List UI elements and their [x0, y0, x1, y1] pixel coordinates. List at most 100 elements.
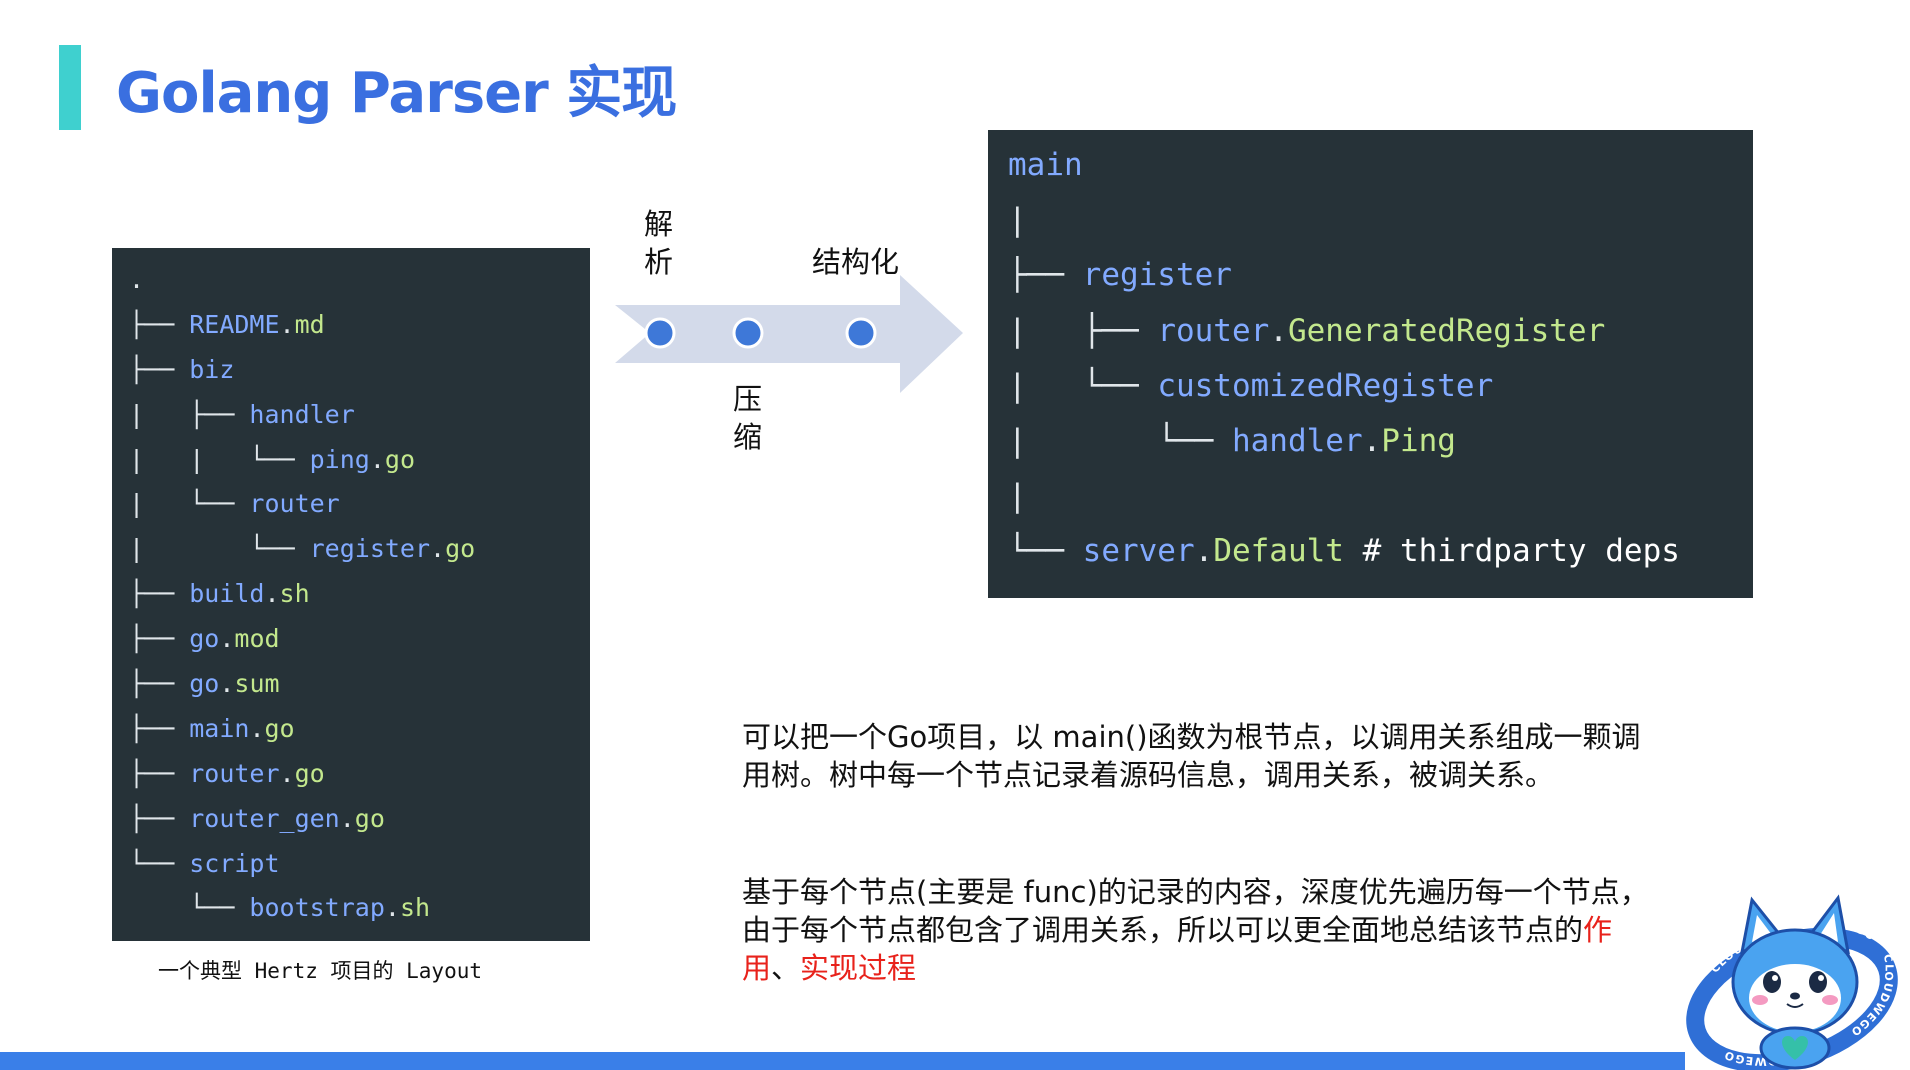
call-tree-branch: | └──: [1008, 367, 1158, 404]
tree-entry-extension: go: [264, 713, 295, 743]
tree-entry-name: biz: [189, 354, 235, 384]
highlight-function-part1: 作: [1583, 913, 1613, 947]
description-p2-line1: 基于每个节点(主要是 func)的记录的内容，深度优先遍历每一个节点，: [742, 875, 1649, 909]
highlight-implementation-process: 实现过程: [800, 951, 917, 985]
tree-line: .: [129, 258, 590, 303]
tree-branch: ├──: [129, 758, 190, 788]
call-tree-dot: .: [1194, 533, 1214, 570]
tree-branch: ├──: [129, 669, 190, 699]
tree-line: ├── build.sh: [129, 572, 590, 617]
arrow-shape: [615, 275, 963, 393]
call-tree-branch: | ├──: [1008, 312, 1158, 349]
tree-branch: ├──: [129, 309, 190, 339]
tree-entry-name: build: [189, 579, 265, 609]
flow-arrow: [615, 275, 963, 393]
tree-entry-dot: .: [219, 624, 235, 654]
call-tree-dot: .: [1362, 422, 1382, 459]
call-tree-member: Default: [1213, 533, 1344, 570]
tree-branch: | | └──: [129, 444, 310, 474]
call-tree-comment: # thirdparty deps: [1343, 533, 1680, 570]
call-tree-identifier: register: [1082, 257, 1232, 294]
call-tree-line: | └── customizedRegister: [1008, 359, 1753, 414]
tree-entry-dot: .: [384, 893, 400, 923]
call-tree-branch: ├──: [1008, 257, 1083, 294]
tree-line: ├── go.mod: [129, 617, 590, 662]
call-tree-branch: └──: [1008, 533, 1083, 570]
tree-branch: | └──: [129, 489, 250, 519]
tree-branch: | └──: [129, 534, 310, 564]
flow-label-compress: 压 缩: [733, 382, 763, 454]
description-p2-line2-text: 由于每个节点都包含了调用关系，所以可以更全面地总结该节点的: [742, 913, 1584, 947]
call-tree-branch: |: [1008, 202, 1027, 239]
highlight-separator: 、: [771, 951, 801, 985]
tree-branch: | ├──: [129, 399, 250, 429]
tree-entry-dot: .: [279, 309, 295, 339]
tree-branch: ├──: [129, 579, 190, 609]
tree-entry-name: router: [249, 489, 340, 519]
call-tree-branch: | └──: [1008, 422, 1232, 459]
tree-entry-name: go: [189, 624, 220, 654]
description-p1-line1: 可以把一个Go项目，以 main()函数为根节点，以调用关系组成一颗调: [742, 720, 1641, 754]
tree-caption: 一个典型 Hertz 项目的 Layout: [158, 959, 483, 983]
call-tree-identifier: main: [1008, 147, 1083, 183]
tree-branch: ├──: [129, 624, 190, 654]
call-tree-panel: main|├── register| ├── router.GeneratedR…: [988, 130, 1753, 598]
tree-branch: ├──: [129, 713, 190, 743]
tree-entry-name: register: [309, 534, 431, 564]
tree-entry-name: README: [189, 309, 280, 339]
tree-entry-dot: .: [339, 803, 355, 833]
tree-line: | └── register.go: [129, 527, 590, 572]
highlight-function-part2: 用: [742, 951, 772, 985]
tree-entry-name: router_gen: [189, 803, 340, 833]
call-tree-identifier: server: [1082, 533, 1195, 570]
tree-entry-dot: .: [279, 758, 295, 788]
tree-line: └── bootstrap.sh: [129, 886, 590, 931]
tree-line: | ├── handler: [129, 393, 590, 438]
tree-entry-extension: go: [384, 444, 416, 474]
tree-branch: .: [129, 265, 145, 294]
tree-entry-extension: sh: [399, 893, 431, 923]
tree-entry-name: bootstrap: [249, 893, 385, 923]
tree-entry-name: script: [189, 848, 280, 878]
description-paragraph-2: 基于每个节点(主要是 func)的记录的内容，深度优先遍历每一个节点， 由于每个…: [742, 873, 1722, 987]
tree-entry-name: go: [189, 669, 220, 699]
tree-entry-extension: md: [294, 309, 325, 339]
tree-entry-dot: .: [219, 669, 235, 699]
tree-entry-extension: go: [294, 758, 325, 788]
description-p1-line2: 用树。树中每一个节点记录着源码信息，调用关系，被调关系。: [742, 758, 1555, 792]
call-tree-line: └── server.Default # thirdparty deps: [1008, 524, 1753, 579]
tree-line: └── script: [129, 842, 590, 887]
call-tree-member: Ping: [1381, 422, 1456, 459]
call-tree-identifier: handler: [1231, 422, 1363, 459]
description-paragraph-1: 可以把一个Go项目，以 main()函数为根节点，以调用关系组成一颗调 用树。树…: [742, 718, 1722, 794]
tree-line: ├── router_gen.go: [129, 797, 590, 842]
title-accent-bar: [59, 45, 81, 130]
tree-entry-extension: go: [354, 803, 385, 833]
description-p2-line2: 由于每个节点都包含了调用关系，所以可以更全面地总结该节点的作: [742, 911, 1722, 949]
tree-line: ├── go.sum: [129, 662, 590, 707]
call-tree-line: | ├── router.GeneratedRegister: [1008, 304, 1753, 359]
call-tree-line: ├── register: [1008, 248, 1753, 303]
tree-entry-extension: sh: [279, 579, 310, 609]
tree-entry-dot: .: [264, 579, 280, 609]
tree-entry-dot: .: [430, 534, 446, 564]
tree-entry-dot: .: [249, 713, 265, 743]
call-tree-identifier: router: [1157, 312, 1270, 349]
flow-label-structure: 结构化: [812, 245, 900, 279]
call-tree-line: |: [1008, 469, 1753, 524]
call-tree-dot: .: [1269, 312, 1288, 349]
footer-bar: [0, 1052, 1685, 1070]
tree-line: ├── README.md: [129, 303, 590, 348]
tree-entry-extension: sum: [234, 669, 280, 699]
tree-line: | | └── ping.go: [129, 438, 590, 483]
tree-entry-name: ping: [309, 444, 370, 474]
tree-entry-extension: mod: [234, 624, 280, 654]
call-tree-line: |: [1008, 193, 1753, 248]
cloudwego-mascot-icon: CLOUDW WEGO CLOUDWEGO CLOUDWEGO: [1686, 894, 1898, 1070]
tree-line: | └── router: [129, 482, 590, 527]
flow-dot-parse: [644, 317, 676, 349]
tree-line: ├── biz: [129, 348, 590, 393]
call-tree-branch: |: [1008, 478, 1027, 515]
call-tree-member: GeneratedRegister: [1287, 312, 1606, 349]
tree-branch: └──: [129, 893, 250, 923]
